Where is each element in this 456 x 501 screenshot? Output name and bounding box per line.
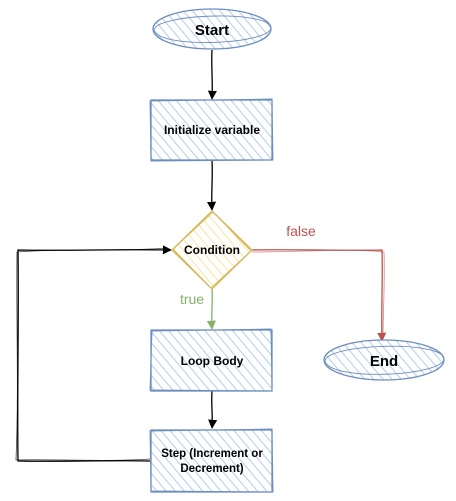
edge-init-to-condition (207, 159, 217, 211)
step-node: Step (Increment or Decrement) (149, 428, 274, 493)
edges (15, 49, 387, 462)
end-label: End (370, 353, 398, 370)
end-node: End (323, 339, 445, 381)
edge-body-to-step (208, 390, 218, 429)
condition-node: Condition (171, 210, 253, 290)
false-label: false (286, 223, 316, 239)
loop-body-node: Loop Body (149, 328, 273, 392)
loop-body-label: Loop Body (181, 354, 244, 368)
edge-condition-to-body (206, 288, 216, 330)
start-node: Start (152, 8, 272, 50)
init-label: Initialize variable (164, 123, 260, 137)
start-label: Start (195, 22, 229, 39)
condition-label: Condition (184, 243, 240, 257)
true-label: true (180, 291, 204, 307)
init-node: Initialize variable (149, 98, 274, 162)
edge-condition-to-end-sketch (251, 249, 385, 339)
edge-start-to-init (207, 49, 217, 100)
edge-step-loop-back-sketch (15, 247, 169, 461)
step-label-line2: Decrement) (180, 463, 243, 475)
edge-condition-to-end (251, 249, 387, 342)
edge-step-loop-back (17, 245, 172, 462)
step-label-line1: Step (Increment or (161, 448, 263, 460)
